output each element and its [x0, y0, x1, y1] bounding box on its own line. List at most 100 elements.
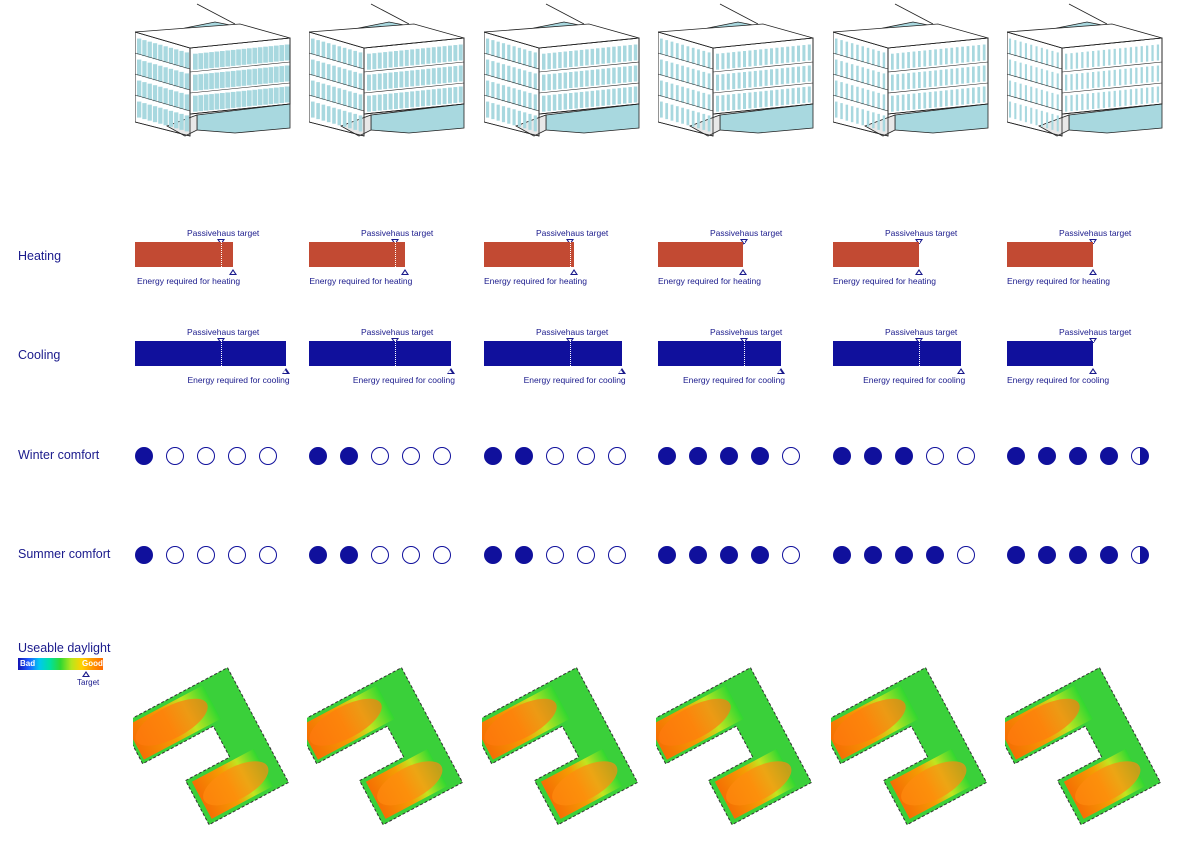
option-column: Passivehaus target Energy required for he…: [120, 0, 295, 848]
passivehaus-target-label: Passivehaus target: [710, 228, 783, 238]
comfort-dot: [1131, 447, 1149, 465]
daylight-legend-gradient: [18, 658, 103, 670]
daylight-heatmap: [469, 666, 639, 826]
comfort-dot: [484, 447, 502, 465]
cooling-energy-label: Energy required for cooling: [682, 375, 786, 385]
comfort-dot: [402, 546, 420, 564]
daylight-legend-target: Target: [77, 678, 100, 687]
passivehaus-target-label: Passivehaus target: [361, 228, 434, 238]
row-label-cooling: Cooling: [18, 348, 61, 362]
comfort-dot: [259, 546, 277, 564]
comfort-dot: [1069, 447, 1087, 465]
comfort-dot: [228, 546, 246, 564]
building-axonometric: [1006, 3, 1163, 137]
comfort-dot: [864, 546, 882, 564]
passivehaus-target-line: [744, 341, 745, 366]
daylight-legend-good: Good: [82, 659, 103, 668]
passivehaus-target-line: [221, 242, 222, 267]
comfort-dot: [259, 447, 277, 465]
comfort-dot: [751, 546, 769, 564]
comfort-dot: [720, 546, 738, 564]
comfort-dot: [166, 447, 184, 465]
heating-energy-label: Energy required for heating: [137, 276, 241, 286]
winter-comfort-rating: [658, 447, 818, 469]
comfort-dot: [135, 447, 153, 465]
comfort-dot: [546, 546, 564, 564]
cooling-bar: [833, 341, 962, 366]
passivehaus-target-line: [744, 242, 745, 267]
row-label-summer-comfort: Summer comfort: [18, 547, 111, 561]
cooling-bar: [309, 341, 451, 366]
comfort-dot: [782, 447, 800, 465]
cooling-bar: [658, 341, 781, 366]
cooling-energy-label: Energy required for cooling: [352, 375, 455, 385]
daylight-heatmap: [294, 666, 464, 826]
winter-comfort-rating: [484, 447, 644, 469]
comfort-dot: [515, 447, 533, 465]
heating-energy-marker: [1089, 269, 1097, 275]
summer-comfort-rating: [309, 546, 469, 568]
cooling-energy-label: Energy required for cooling: [523, 375, 626, 385]
passivehaus-target-line: [570, 341, 571, 366]
heating-energy-marker: [739, 269, 748, 275]
daylight-heatmap: [643, 666, 813, 826]
daylight-legend-target-marker: [82, 671, 90, 677]
passivehaus-target-label: Passivehaus target: [1059, 228, 1132, 238]
passivehaus-target-label: Passivehaus target: [1059, 327, 1132, 337]
passivehaus-target-label: Passivehaus target: [187, 327, 260, 337]
comfort-dot: [957, 447, 975, 465]
winter-comfort-rating: [833, 447, 993, 469]
building-axonometric: [657, 3, 814, 137]
daylight-heatmap: [992, 666, 1162, 826]
comfort-dot: [433, 447, 451, 465]
cooling-energy-label: Energy required for cooling: [1007, 375, 1110, 385]
passivehaus-target-line: [570, 242, 571, 267]
heating-bar: [658, 242, 744, 267]
cooling-energy-marker: [957, 368, 966, 374]
comfort-dot: [1007, 447, 1025, 465]
comfort-dot: [864, 447, 882, 465]
heating-energy-marker: [570, 269, 579, 275]
passivehaus-target-line: [919, 341, 920, 366]
comfort-dot: [658, 546, 676, 564]
comfort-dot: [608, 546, 626, 564]
summer-comfort-rating: [1007, 546, 1167, 568]
passivehaus-target-line: [395, 341, 396, 366]
row-label-heating: Heating: [18, 249, 62, 263]
comfort-dot: [197, 447, 215, 465]
heating-energy-label: Energy required for heating: [1007, 276, 1111, 286]
passivehaus-target-line: [1093, 341, 1094, 366]
passivehaus-target-label: Passivehaus target: [536, 228, 609, 238]
comfort-dot: [658, 447, 676, 465]
comfort-dot: [371, 546, 389, 564]
heating-energy-marker: [915, 269, 923, 275]
winter-comfort-rating: [309, 447, 469, 469]
comfort-dot: [957, 546, 975, 564]
comfort-dot: [926, 546, 944, 564]
comfort-dot: [689, 546, 707, 564]
daylight-heatmap: [818, 666, 988, 826]
cooling-energy-marker: [446, 368, 455, 374]
row-label-useable-daylight: Useable daylight: [18, 641, 111, 655]
winter-comfort-rating: [135, 447, 295, 469]
summer-comfort-rating: [484, 546, 644, 568]
comfort-dot: [577, 546, 595, 564]
passivehaus-target-label: Passivehaus target: [885, 228, 958, 238]
passivehaus-target-line: [919, 242, 920, 267]
daylight-plan: [294, 640, 477, 830]
comfort-dot: [309, 546, 327, 564]
winter-comfort-rating: [1007, 447, 1167, 469]
passivehaus-target-label: Passivehaus target: [361, 327, 434, 337]
comfort-dot: [228, 447, 246, 465]
